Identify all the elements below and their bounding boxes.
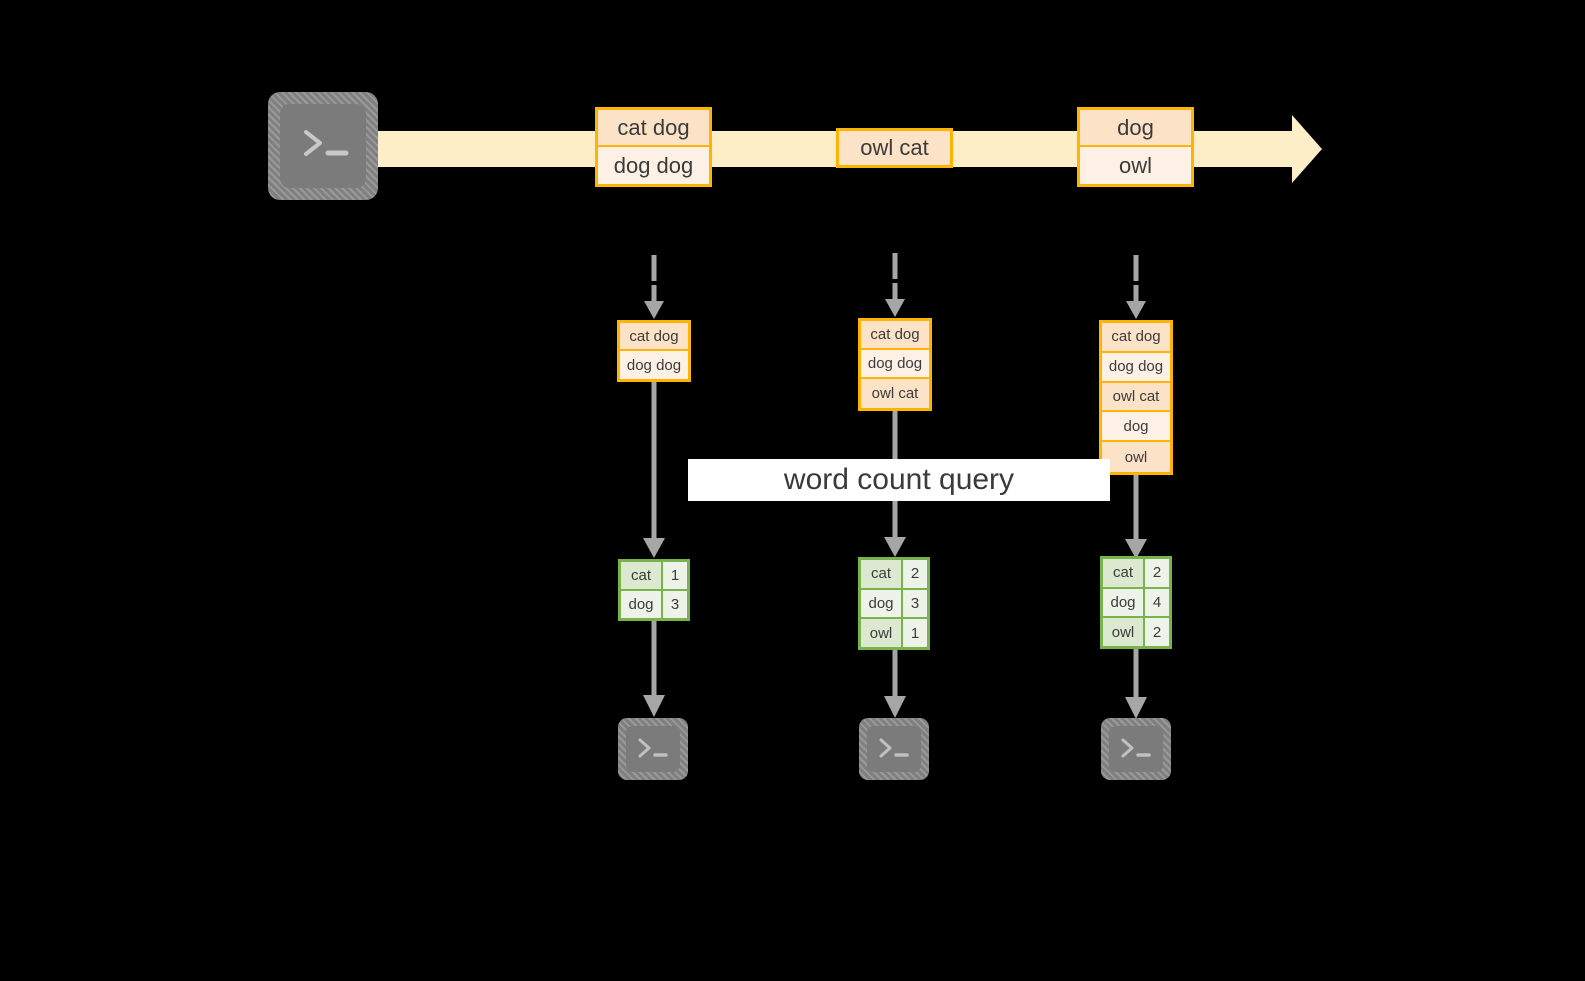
table-row: owl 2 xyxy=(1103,618,1169,647)
record-line: owl cat xyxy=(839,131,950,165)
word-cell: dog xyxy=(621,591,663,618)
word-cell: cat xyxy=(861,560,903,588)
word-cell: cat xyxy=(1103,559,1145,587)
terminal-screen xyxy=(626,726,680,772)
record-line: dog dog xyxy=(620,351,688,379)
count-cell: 1 xyxy=(903,619,927,648)
count-cell: 2 xyxy=(1145,559,1169,587)
word-count-table: cat 2 dog 3 owl 1 xyxy=(858,557,930,650)
stream-arrowhead xyxy=(1292,115,1322,183)
record-line: owl cat xyxy=(1102,382,1170,413)
word-cell: dog xyxy=(1103,588,1145,617)
record-line: dog dog xyxy=(861,349,929,379)
terminal-screen xyxy=(280,104,366,188)
table-row: cat 1 xyxy=(621,562,687,591)
snapshot-input-table: cat dog dog dog owl cat xyxy=(858,318,932,411)
dashed-connector xyxy=(1126,255,1146,319)
stream-record: cat dog dog dog xyxy=(595,107,712,187)
solid-connector xyxy=(884,650,906,718)
count-cell: 2 xyxy=(903,560,927,588)
stream-record: dog owl xyxy=(1077,107,1194,187)
record-line: cat dog xyxy=(1102,323,1170,353)
count-cell: 3 xyxy=(903,589,927,618)
count-cell: 1 xyxy=(663,562,687,589)
solid-connector xyxy=(1125,649,1147,719)
word-cell: dog xyxy=(861,589,903,618)
query-label: word count query xyxy=(688,459,1110,501)
word-count-table: cat 1 dog 3 xyxy=(618,559,690,621)
terminal-prompt-icon xyxy=(638,738,668,758)
snapshot-input-table: cat dog dog dog xyxy=(617,320,691,382)
table-row: dog 3 xyxy=(621,591,687,618)
terminal-prompt-icon xyxy=(879,738,909,758)
stream-record: owl cat xyxy=(836,128,953,168)
dashed-connector xyxy=(644,255,664,319)
record-line: owl xyxy=(1080,147,1191,184)
record-line: dog dog xyxy=(1102,352,1170,383)
record-line: cat dog xyxy=(861,321,929,350)
terminal-screen xyxy=(867,726,921,772)
terminal-screen xyxy=(1109,726,1163,772)
record-line: dog xyxy=(1080,110,1191,147)
table-row: dog 3 xyxy=(861,589,927,620)
record-line: owl xyxy=(1102,442,1170,472)
count-cell: 2 xyxy=(1145,618,1169,647)
record-line: cat dog xyxy=(620,323,688,351)
count-cell: 4 xyxy=(1145,588,1169,617)
count-cell: 3 xyxy=(663,591,687,618)
solid-connector xyxy=(643,621,665,717)
terminal-prompt-icon xyxy=(1121,738,1151,758)
word-count-table: cat 2 dog 4 owl 2 xyxy=(1100,556,1172,649)
terminal-prompt-icon xyxy=(304,130,349,156)
word-cell: owl xyxy=(861,619,903,648)
table-row: dog 4 xyxy=(1103,588,1169,619)
word-cell: cat xyxy=(621,562,663,589)
word-cell: owl xyxy=(1103,618,1145,647)
dashed-connector xyxy=(885,253,905,317)
sink-terminal-icon[interactable] xyxy=(859,718,929,780)
snapshot-input-table: cat dog dog dog owl cat dog owl xyxy=(1099,320,1173,475)
table-row: owl 1 xyxy=(861,619,927,648)
sink-terminal-icon[interactable] xyxy=(618,718,688,780)
solid-connector xyxy=(643,382,665,558)
sink-terminal-icon[interactable] xyxy=(1101,718,1171,780)
record-line: owl cat xyxy=(861,378,929,408)
source-terminal-icon[interactable] xyxy=(268,92,378,200)
solid-connector xyxy=(1125,475,1147,559)
table-row: cat 2 xyxy=(861,560,927,590)
table-row: cat 2 xyxy=(1103,559,1169,589)
record-line: dog xyxy=(1102,412,1170,443)
record-line: cat dog xyxy=(598,110,709,147)
record-line: dog dog xyxy=(598,147,709,184)
